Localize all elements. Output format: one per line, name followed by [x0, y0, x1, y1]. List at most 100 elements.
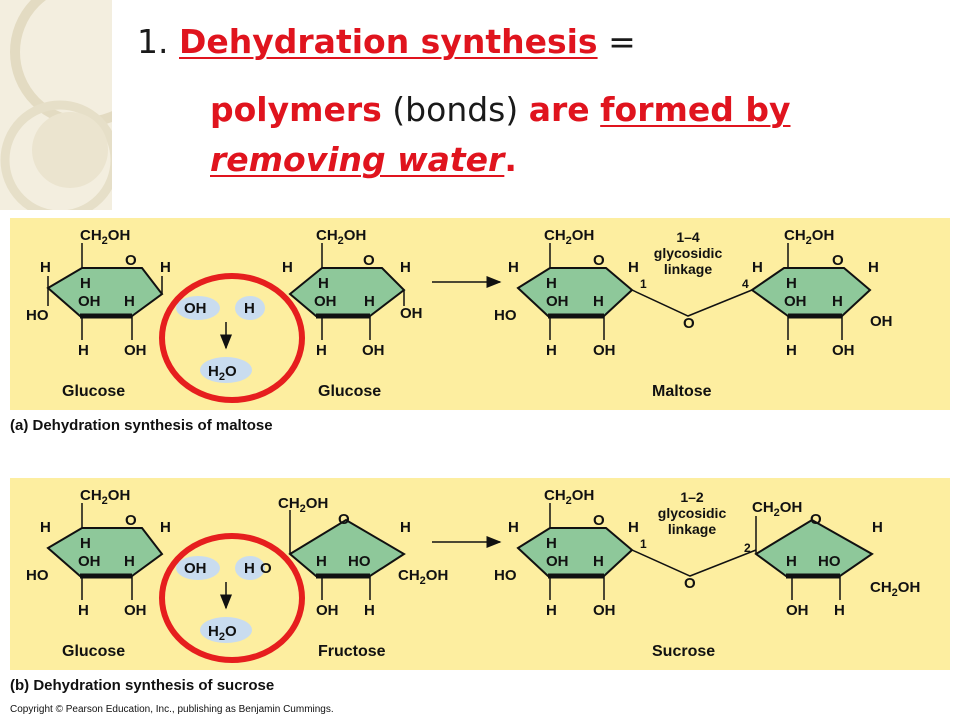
atom-h: H — [316, 553, 327, 570]
atom-h: H — [316, 342, 327, 359]
atom-oh: OH — [786, 602, 809, 619]
sucrose-name: Sucrose — [652, 643, 715, 660]
atom-h: H — [160, 259, 171, 276]
atom-h: H — [786, 275, 797, 292]
ring-oxygen: O — [125, 252, 137, 269]
leaving-oh: OH — [184, 560, 207, 577]
linkage-label: linkage — [668, 521, 716, 537]
title-equals: = — [597, 22, 636, 61]
leaving-h: H — [244, 560, 255, 577]
leaving-h: H — [244, 300, 255, 317]
ring-oxygen: O — [593, 512, 605, 529]
atom-h: H — [868, 259, 879, 276]
atom-h: H — [80, 535, 91, 552]
position-4: 4 — [742, 277, 749, 291]
glucose-ring-b1: O H H H OH H HO H OH — [26, 487, 171, 619]
atom-oh: OH — [546, 293, 569, 310]
linkage-label: glycosidic — [658, 505, 727, 521]
atom-h: H — [508, 519, 519, 536]
ring-oxygen: O — [363, 252, 375, 269]
atom-h: H — [508, 259, 519, 276]
atom-h: H — [834, 602, 845, 619]
panel-b-caption: (b) Dehydration synthesis of sucrose — [10, 677, 274, 694]
ring-oxygen: O — [125, 512, 137, 529]
atom-h: H — [80, 275, 91, 292]
atom-oh: OH — [362, 342, 385, 359]
slide-title: 1. Dehydration synthesis = — [137, 22, 636, 61]
atom-oh: OH — [593, 602, 616, 619]
position-1: 1 — [640, 277, 647, 291]
leaving-oh: OH — [184, 300, 207, 317]
glycosidic-bond — [631, 289, 753, 317]
definition-line-2: removing water. — [210, 140, 517, 179]
bridge-oxygen: O — [683, 315, 695, 332]
linkage-label: 1–2 — [680, 489, 704, 505]
ring-oxygen: O — [338, 511, 350, 528]
corner-decoration — [0, 0, 112, 210]
atom-ho: HO — [494, 567, 517, 584]
atom-h: H — [752, 259, 763, 276]
def-bonds: (bonds) — [381, 90, 529, 129]
panel-a-caption: (a) Dehydration synthesis of maltose — [10, 417, 273, 434]
atom-oh: OH — [784, 293, 807, 310]
atom-ho: HO — [818, 553, 841, 570]
atom-h: H — [872, 519, 883, 536]
maltose-name: Maltose — [652, 383, 712, 400]
oh-bubble — [176, 296, 220, 320]
def-period: . — [504, 140, 517, 179]
atom-h: H — [124, 553, 135, 570]
atom-h: H — [318, 275, 329, 292]
panel-b: O H H H OH H HO H OH OH H O O H H — [10, 478, 950, 670]
h-bubble — [235, 296, 265, 320]
atom-h: H — [628, 259, 639, 276]
atom-h: H — [400, 519, 411, 536]
atom-oh: OH — [78, 553, 101, 570]
glucose-name: Glucose — [62, 383, 125, 400]
maltose-molecule: O H H H OH H HO H OH 1 O 4 1–4 glycosidi… — [494, 227, 893, 359]
atom-ho: HO — [26, 307, 49, 324]
atom-h: H — [400, 259, 411, 276]
dehydration-diagram: CH2OH H2O O H H H OH H HO H OH — [10, 218, 950, 715]
linkage-label: 1–4 — [676, 229, 700, 245]
glucose-ring-a1: O H H H OH H HO H OH — [26, 227, 171, 359]
highlight-circle — [159, 533, 305, 663]
atom-oh: OH — [124, 602, 147, 619]
atom-oh: OH — [870, 313, 893, 330]
linkage-label: linkage — [664, 261, 712, 277]
atom-h: H — [786, 342, 797, 359]
bridge-oxygen: O — [684, 575, 696, 592]
position-1: 1 — [640, 537, 647, 551]
atom-h: H — [593, 553, 604, 570]
atom-h: H — [282, 259, 293, 276]
fructose-name: Fructose — [318, 643, 386, 660]
panel-a: O H H H OH H HO H OH OH H — [10, 218, 950, 410]
atom-h: H — [78, 342, 89, 359]
ring-oxygen: O — [593, 252, 605, 269]
def-removing-water: removing water — [210, 140, 505, 179]
oh-bubble — [176, 556, 220, 580]
def-polymers: polymers — [210, 90, 382, 129]
atom-oh: OH — [124, 342, 147, 359]
title-term: Dehydration synthesis — [179, 22, 598, 61]
atom-oh: OH — [400, 305, 423, 322]
atom-h: H — [546, 602, 557, 619]
glucose-name: Glucose — [62, 643, 125, 660]
fructose-ring: O H H HO OH H — [278, 495, 449, 619]
fructose-oxygen: O — [260, 560, 272, 577]
atom-h: H — [593, 293, 604, 310]
glucose-ring-a2: O H H H OH H OH H OH — [282, 227, 423, 359]
atom-ho: HO — [494, 307, 517, 324]
atom-h: H — [40, 519, 51, 536]
atom-oh: OH — [316, 602, 339, 619]
atom-h: H — [546, 275, 557, 292]
glycosidic-bond — [631, 549, 757, 577]
atom-h: H — [40, 259, 51, 276]
atom-h: H — [832, 293, 843, 310]
atom-oh: OH — [546, 553, 569, 570]
atom-oh: OH — [593, 342, 616, 359]
position-2: 2 — [744, 541, 751, 555]
linkage-label: glycosidic — [654, 245, 723, 261]
atom-h: H — [546, 342, 557, 359]
ring-oxygen: O — [810, 511, 822, 528]
atom-h: H — [78, 602, 89, 619]
